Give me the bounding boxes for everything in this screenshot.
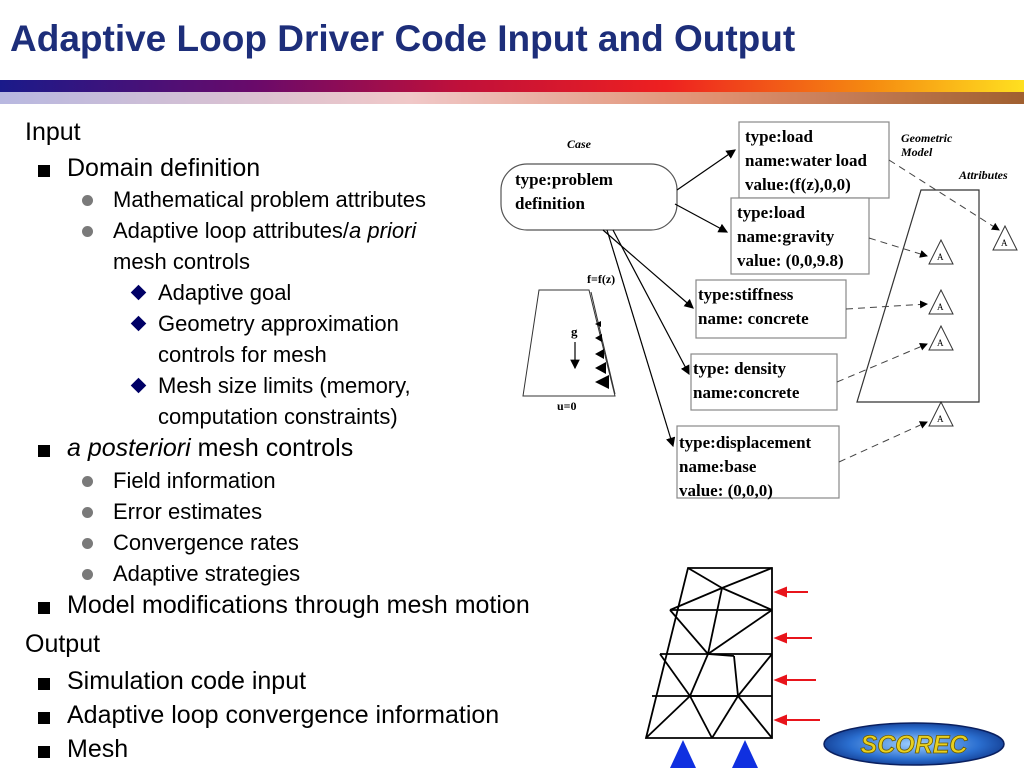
- attr-marker-text: A: [937, 302, 944, 312]
- error-estimates: Error estimates: [113, 499, 263, 524]
- mesh-item: Mesh: [67, 735, 129, 763]
- gravity-name: name:gravity: [737, 227, 835, 246]
- geometry-approx-line2: controls for mesh: [158, 342, 327, 367]
- g-label: g: [571, 324, 578, 339]
- attributes-label: Attributes: [958, 168, 1008, 182]
- water-load-name: name:water load: [745, 151, 868, 170]
- posteriori-suffix: mesh controls: [190, 434, 354, 462]
- a-posteriori-text: a posteriori: [67, 434, 191, 462]
- a-posteriori-controls: a posteriori mesh controls: [67, 434, 353, 463]
- density-name: name:concrete: [693, 383, 800, 402]
- diamond-bullet-icon: [130, 377, 147, 394]
- dot-bullet-icon: [82, 569, 93, 580]
- convergence-rates: Convergence rates: [113, 530, 299, 555]
- water-load-value: value:(f(z),0,0): [745, 175, 851, 194]
- stiffness-name: name: concrete: [698, 309, 809, 328]
- attr-marker-text: A: [937, 252, 944, 262]
- simulation-input: Simulation code input: [67, 667, 307, 695]
- adaptive-loop-attributes: Adaptive loop attributes/a priori: [113, 218, 416, 244]
- problem-arrows: [602, 149, 736, 448]
- scorec-logo-text: SCOREC: [861, 731, 969, 759]
- attr-marker-text: A: [1001, 238, 1008, 248]
- square-bullet-icon: [38, 712, 50, 724]
- case-label: Case: [567, 137, 592, 151]
- load-profile-line: [590, 291, 616, 395]
- load-arrows: [773, 586, 820, 726]
- attribute-markers: A A A A A: [928, 224, 1018, 427]
- density-box: [690, 353, 838, 411]
- adaptive-strategies: Adaptive strategies: [113, 561, 301, 586]
- geometric-model-line1: Geometric: [901, 131, 953, 145]
- loop-convergence: Adaptive loop convergence information: [67, 701, 500, 729]
- output-heading: Output: [25, 630, 101, 658]
- displacement-box: [676, 425, 840, 499]
- water-load-type: type:load: [745, 127, 814, 146]
- adaptive-attr-prefix: Adaptive loop attributes/: [113, 218, 350, 243]
- square-bullet-icon: [38, 165, 50, 177]
- mesh-figure: [644, 567, 820, 768]
- gravity-type: type:load: [737, 203, 806, 222]
- square-bullet-icon: [38, 746, 50, 758]
- displacement-value: value: (0,0,0): [679, 481, 773, 500]
- geometry-approx-line1: Geometry approximation: [158, 311, 399, 336]
- support-triangles: [670, 740, 758, 768]
- dashed-links: [836, 159, 1000, 463]
- square-bullet-icon: [38, 678, 50, 690]
- dot-bullet-icon: [82, 476, 93, 487]
- dam-sketch: [522, 289, 616, 397]
- scorec-logo: SCOREC: [823, 722, 1005, 766]
- problem-definition-box: [500, 163, 678, 231]
- domain-definition: Domain definition: [67, 154, 261, 182]
- u0-label: u=0: [557, 399, 577, 413]
- stiffness-type: type:stiffness: [698, 285, 794, 304]
- adaptive-goal: Adaptive goal: [158, 280, 292, 305]
- gravity-box: [730, 197, 870, 275]
- square-bullet-icon: [38, 445, 50, 457]
- mesh-size-line2: computation constraints): [158, 404, 398, 429]
- density-type: type: density: [693, 359, 787, 378]
- displacement-name: name:base: [679, 457, 757, 476]
- geometric-model-line2: Model: [900, 145, 933, 159]
- hydrostatic-arrows: [595, 321, 609, 389]
- model-modifications: Model modifications through mesh motion: [67, 591, 530, 619]
- field-information: Field information: [113, 468, 276, 493]
- attribute-diagram: Case type:problem definition type:load n…: [500, 121, 1018, 500]
- diamond-bullet-icon: [130, 315, 147, 332]
- problem-box-line2: definition: [515, 194, 585, 213]
- fz-label: f=f(z): [587, 272, 615, 286]
- geometric-model-shape: [856, 189, 980, 403]
- a-priori-text: a priori: [349, 218, 417, 243]
- dot-bullet-icon: [82, 195, 93, 206]
- mesh-triangles: [644, 567, 773, 739]
- slide-title: Adaptive Loop Driver Code Input and Outp…: [10, 18, 796, 59]
- math-attributes: Mathematical problem attributes: [113, 187, 427, 212]
- dot-bullet-icon: [82, 507, 93, 518]
- dot-bullet-icon: [82, 538, 93, 549]
- title-gradient-bar: [0, 80, 1024, 104]
- problem-box-line1: type:problem: [515, 170, 613, 189]
- water-load-box: [738, 121, 890, 199]
- attr-marker-text: A: [937, 338, 944, 348]
- square-bullet-icon: [38, 602, 50, 614]
- stiffness-box: [695, 279, 847, 339]
- mesh-controls: mesh controls: [113, 249, 250, 274]
- input-heading: Input: [25, 118, 81, 146]
- displacement-type: type:displacement: [679, 433, 812, 452]
- gravity-value: value: (0,0,9.8): [737, 251, 844, 270]
- attr-marker-text: A: [937, 414, 944, 424]
- mesh-size-line1: Mesh size limits (memory,: [158, 373, 411, 398]
- dot-bullet-icon: [82, 226, 93, 237]
- diamond-bullet-icon: [130, 284, 147, 301]
